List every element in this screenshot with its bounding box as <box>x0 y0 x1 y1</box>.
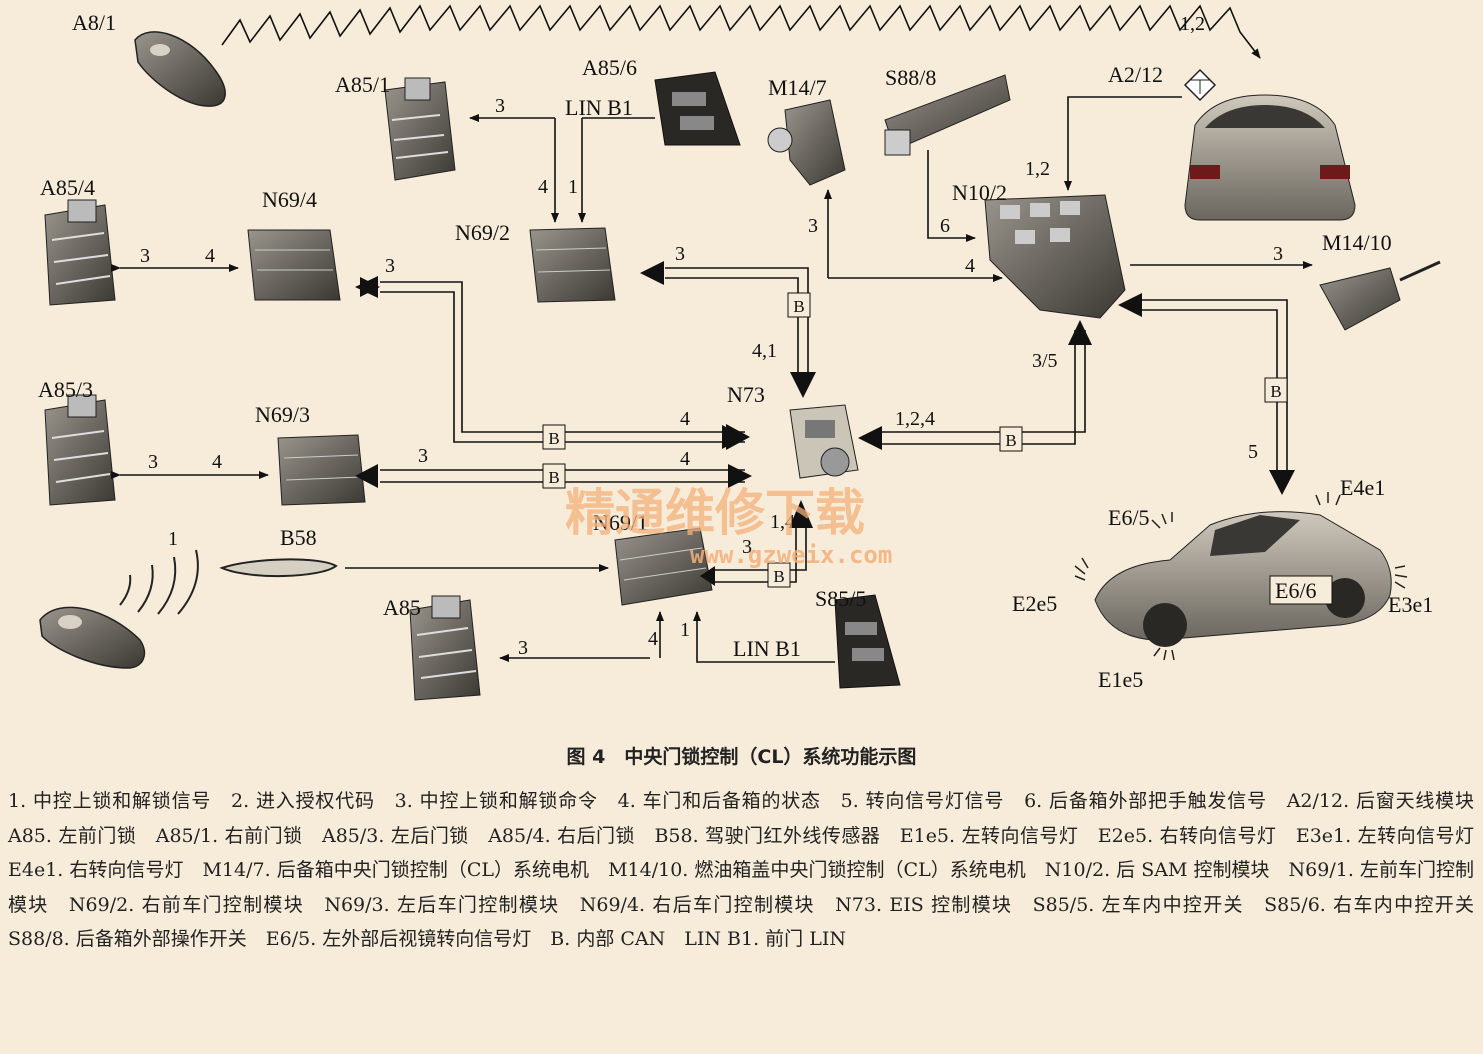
label-e4e1: E4e1 <box>1340 475 1385 500</box>
connection-lines <box>111 4 1313 663</box>
m14-7-motor-icon <box>767 99 846 186</box>
n69-4-module-icon <box>247 229 341 301</box>
n10-2-sam-module-icon <box>984 194 1126 319</box>
cl-system-diagram: B B B B B B A8/1 A85/1 A85/6 LIN B1 M14/… <box>38 4 1441 701</box>
signal-number: 1 <box>680 619 690 641</box>
label-a85-6: A85/6 <box>582 55 637 80</box>
signal-number: 1,2,4 <box>895 408 935 430</box>
signal-number: 3 <box>385 255 395 277</box>
label-a85-3: A85/3 <box>38 377 93 402</box>
signal-number: 1 <box>168 528 178 550</box>
bus-arrowheads <box>355 261 1295 586</box>
label-a2-12: A2/12 <box>1108 62 1163 87</box>
a85-4-door-lock-icon <box>44 199 116 306</box>
bus-b-label: B <box>773 567 784 586</box>
figure-legend: 1. 中控上锁和解锁信号 2. 进入授权代码 3. 中控上锁和解锁命令 4. 车… <box>8 790 1483 950</box>
signal-number: 5 <box>1248 441 1258 463</box>
label-lin-b1-top: LIN B1 <box>565 95 633 120</box>
label-n10-2: N10/2 <box>952 180 1007 205</box>
n69-3-module-icon <box>277 434 366 506</box>
b58-ir-sensor-icon <box>219 558 338 578</box>
signal-number: 4 <box>538 176 548 198</box>
label-n69-4: N69/4 <box>262 187 317 212</box>
signal-number: 3 <box>140 245 150 267</box>
signal-number: 6 <box>940 215 950 237</box>
bus-b-label: B <box>548 468 559 487</box>
bus-b-label: B <box>793 297 804 316</box>
n73-eis-module-icon <box>789 404 859 479</box>
s85-5-switch-icon <box>834 594 901 689</box>
label-a85: A85 <box>383 595 421 620</box>
a8-1-key-fob-icon <box>134 31 226 107</box>
signal-number: 4 <box>205 245 215 267</box>
label-s88-8: S88/8 <box>885 65 936 90</box>
car-side-view-icon <box>1094 511 1392 647</box>
signal-number: 3 <box>1273 243 1283 265</box>
car-rear-view-icon <box>1184 94 1356 221</box>
signal-number: 4 <box>648 628 658 650</box>
label-m14-10: M14/10 <box>1322 230 1392 255</box>
a2-12-antenna-icon <box>1183 68 1217 102</box>
n69-2-module-icon <box>529 227 616 303</box>
signal-number: 1,4 <box>770 511 795 533</box>
label-e6-5: E6/5 <box>1108 505 1150 530</box>
signal-number: 3 <box>675 243 685 265</box>
signal-numbers: 1,2 3 4 1 3 4 3 3 3 4 6 1,2 3 4,1 3/5 5 … <box>140 13 1283 659</box>
signal-number: 1,2 <box>1025 158 1050 180</box>
bus-b-label: B <box>1005 431 1016 450</box>
n69-1-module-icon <box>614 527 713 606</box>
a85-door-lock-icon <box>409 595 481 701</box>
signal-number: 3 <box>495 95 505 117</box>
key-fob-ir-icon <box>39 606 146 669</box>
can-b-boxes <box>542 292 1288 588</box>
figure-caption: 图 4 中央门锁控制（CL）系统功能示图 <box>566 746 917 768</box>
signal-number: 3 <box>148 451 158 473</box>
signal-number: 4,1 <box>752 340 777 362</box>
label-e6-6: E6/6 <box>1275 578 1317 603</box>
signal-number: 4 <box>680 408 690 430</box>
label-a85-4: A85/4 <box>40 175 95 200</box>
turn-signal-flash-icons <box>1074 492 1408 661</box>
signal-number: 3 <box>742 536 752 558</box>
bus-b-labels: B B B B B B <box>548 297 1281 586</box>
bus-b-label: B <box>1270 382 1281 401</box>
label-a8-1: A8/1 <box>72 10 116 35</box>
ir-waves-icon <box>119 549 199 615</box>
signal-number: 4 <box>212 451 222 473</box>
e6-6-label-box <box>1269 575 1333 605</box>
signal-number: 3 <box>418 445 428 467</box>
signal-number: 4 <box>965 255 975 277</box>
label-n69-3: N69/3 <box>255 402 310 427</box>
label-e3e1: E3e1 <box>1388 592 1433 617</box>
signal-number: 4 <box>680 448 690 470</box>
signal-number: 3 <box>518 637 528 659</box>
s88-8-switch-icon <box>884 74 1011 156</box>
watermark-url: www.gzweix.com <box>690 541 892 569</box>
label-n69-2: N69/2 <box>455 220 510 245</box>
bus-b-label: B <box>548 429 559 448</box>
label-n73: N73 <box>727 382 765 407</box>
can-bus-lines <box>380 267 1288 583</box>
signal-number: 3 <box>808 215 818 237</box>
label-e2e5: E2e5 <box>1012 591 1057 616</box>
label-a85-1: A85/1 <box>335 72 390 97</box>
a85-3-door-lock-icon <box>44 394 116 506</box>
signal-number: 1,2 <box>1180 13 1205 35</box>
label-e1e5: E1e5 <box>1098 667 1143 692</box>
label-n69-1: N69/1 <box>593 510 648 535</box>
watermark-title: 精通维修下载 <box>565 484 865 542</box>
component-labels: A8/1 A85/1 A85/6 LIN B1 M14/7 S88/8 A2/1… <box>38 10 1433 692</box>
a85-1-door-lock-icon <box>384 77 456 181</box>
label-lin-b1-bottom: LIN B1 <box>733 636 801 661</box>
label-b58: B58 <box>280 525 317 550</box>
signal-number: 3/5 <box>1032 350 1058 372</box>
label-m14-7: M14/7 <box>768 75 827 100</box>
label-s85-5: S85/5 <box>815 586 866 611</box>
m14-10-motor-icon <box>1319 260 1441 331</box>
a85-6-switch-icon <box>654 71 741 146</box>
signal-number: 1 <box>568 176 578 198</box>
